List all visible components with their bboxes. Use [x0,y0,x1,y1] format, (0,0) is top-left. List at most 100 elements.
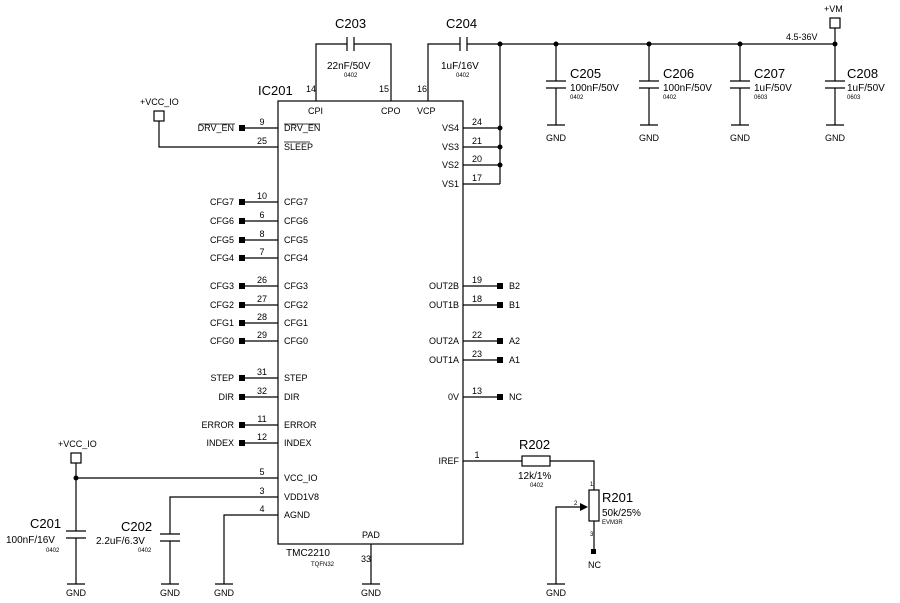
gnd-label: GND [730,133,751,143]
vs-bus [463,44,501,185]
pin-num-10: 10 [257,191,267,201]
pin-name-step: STEP [284,373,308,383]
net-label-out2b: B2 [509,281,520,291]
pin-num-16: 16 [417,84,427,94]
c205-pkg: 0402 [570,95,584,101]
net-label-out1a: A1 [509,355,520,365]
net-marker-out1a [497,357,503,363]
pin-name-out2a: OUT2A [429,336,459,346]
gnd-label: GND [66,588,87,598]
net-label-cfg6: CFG6 [210,216,234,226]
c201-wires [66,463,278,584]
net-marker-cfg5 [239,237,245,243]
pin-num-12: 12 [257,432,267,442]
pin-name-drv-en: DRV_EN [284,123,320,133]
c203-ref: C203 [335,16,366,31]
vcc-io-bottom-label: +VCC_IO [58,439,97,449]
pin-name-cfg4: CFG4 [284,253,308,263]
pin-name-index: INDEX [284,438,312,448]
left-pin-group: DRV_EN9DRV_ENSLEEP25CFG710CFG7CFG66CFG6C… [198,117,321,520]
ic-part: TMC2210 [286,548,330,559]
pin-name-cfg1: CFG1 [284,318,308,328]
pin-name-cfg7: CFG7 [284,197,308,207]
pin-num-11: 11 [257,414,266,424]
pin-name-vs1: VS1 [442,179,459,189]
pin-num-21: 21 [472,136,482,146]
pin-name-cfg5: CFG5 [284,235,308,245]
pin-name-sleep: SLEEP [284,142,313,152]
c202-value: 2.2uF/6.3V [96,536,145,547]
pin-num-9: 9 [259,117,264,127]
pin-num-32: 32 [257,386,267,396]
net-label-out2a: A2 [509,336,520,346]
r202-ref: R202 [519,437,550,452]
net-marker-out2a [497,338,503,344]
c204-pkg: 0402 [456,73,470,79]
c205-value: 100nF/50V [570,83,619,94]
r201-wiper-arrow [580,503,588,511]
net-marker-cfg2 [239,302,245,308]
gnd-label: GND [214,588,235,598]
pin-num-7: 7 [259,247,264,257]
pin-name-out1a: OUT1A [429,355,459,365]
net-marker-dir [239,394,245,400]
pin-num-20: 20 [472,154,482,164]
pin-num-31: 31 [257,367,267,377]
c208-ref: C208 [847,66,878,81]
pin-num-29: 29 [257,330,267,340]
c208-value: 1uF/50V [847,83,885,94]
c201-ref: C201 [30,516,61,531]
c202-ref: C202 [121,519,152,534]
pin-name-agnd: AGND [284,510,311,520]
pin-num-25: 25 [257,136,267,146]
gnd-label: GND [546,588,567,598]
cap-symbol [639,44,659,125]
cap-symbol [825,44,845,125]
junction-dot [497,125,503,131]
ic-pad-pin: 33 [361,554,371,564]
c202-wires [160,496,278,584]
net-marker-out2b [497,283,503,289]
r202-body [521,455,551,467]
gnd-label: GND [160,588,181,598]
pin-name-cfg2: CFG2 [284,300,308,310]
pin-num-27: 27 [257,294,267,304]
net-label-dir: DIR [219,392,235,402]
r201-pin-2: 2 [574,501,578,507]
net-label-cfg2: CFG2 [210,300,234,310]
r201-pin-3: 3 [590,532,594,538]
gnd-label: GND [546,133,567,143]
r202-pkg: 0402 [530,483,544,489]
pin-num-22: 22 [472,330,482,340]
c207-value: 1uF/50V [754,83,792,94]
net-marker-cfg1 [239,320,245,326]
vcc-io-power-symbol-2 [70,452,82,464]
vm-range: 4.5-36V [786,32,818,42]
r202-value: 12k/1% [518,471,551,482]
right-pin-group: VS424VS321VS220VS117OUT2B19B2OUT1B18B1OU… [429,117,523,466]
net-marker-cfg4 [239,255,245,261]
c207-pkg: 0603 [754,95,768,101]
pin-num-6: 6 [259,210,264,220]
c204-value: 1uF/16V [441,61,479,72]
net-label-cfg7: CFG7 [210,197,234,207]
c203-wires [315,43,392,101]
c206-ref: C206 [663,66,694,81]
net-marker-cfg7 [239,199,245,205]
c206: C206 100nF/50V 0402 GND [639,41,712,143]
pin-name-error: ERROR [284,420,317,430]
c206-pkg: 0402 [663,95,677,101]
junction-dot [497,162,503,168]
cap-symbol [730,44,750,125]
net-marker-cfg3 [239,283,245,289]
pin-name-out2b: OUT2B [429,281,459,291]
pin-name-cpi: CPI [308,106,323,116]
c202-pkg: 0402 [138,548,152,554]
net-label-cfg5: CFG5 [210,235,234,245]
c205-ref: C205 [570,66,601,81]
sleep-tie-wire [158,121,278,148]
pin-num-26: 26 [257,275,267,285]
r201-body [588,489,600,522]
agnd-wire [223,514,278,584]
